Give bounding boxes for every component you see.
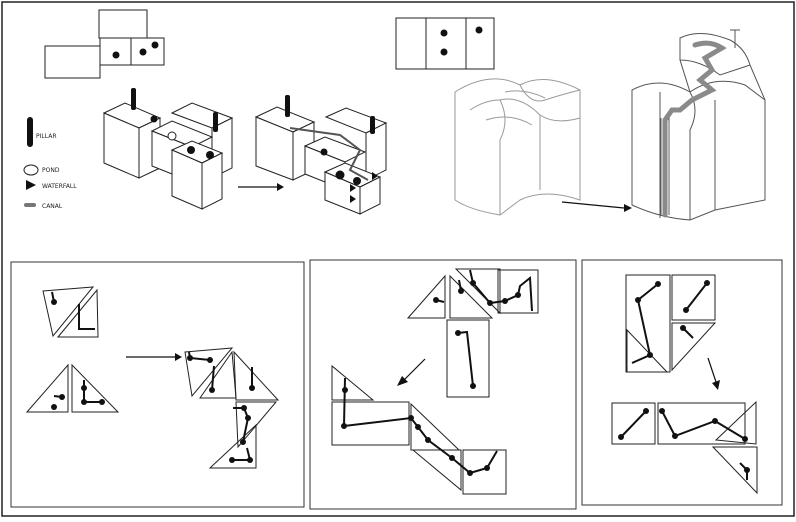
legend-label-pillar: PILLAR [36,133,56,140]
panel1-arrow [126,353,182,361]
bottom-panel-left [10,261,305,508]
isometric-pillars-before [131,88,218,132]
pond-icon [23,164,39,176]
isometric-blocks-after [254,106,388,215]
plan-view-dots [112,41,159,59]
plan-panels-dots [440,26,483,56]
legend-label-canal: CANAL [42,203,63,210]
isometric-blocks-before [102,102,234,210]
isometric-canal-after [289,127,369,181]
panel1-tiles [25,286,280,469]
isometric-pillars-after [285,95,375,134]
legend: PILLAR POND WATERFALL CANAL [23,117,77,210]
sculpted-form-final [631,29,766,221]
panel1-dots [51,299,255,463]
panel3-arrow [707,357,720,390]
bottom-panel-right [581,259,783,506]
plan-panels-right [395,17,495,70]
isometric-dots-after [320,148,378,203]
panel3-tiles [611,274,758,495]
panel2-arrow [397,358,426,386]
plan-view-blocks [44,9,165,79]
sculpted-form-wireframe [454,78,581,216]
legend-label-pond: POND [42,167,60,174]
bottom-panel-middle [309,259,577,510]
transform-arrow-1 [238,183,284,191]
canal-final-outline [660,118,670,215]
canal-final [662,40,727,218]
panel3-dots [618,280,750,473]
waterfall-icon [26,180,36,190]
pillar-icon [27,117,33,147]
legend-label-waterfall: WATERFALL [42,183,77,190]
panel2-dots [341,280,521,476]
panel3-paths [620,282,748,480]
panel2-tiles [331,268,539,495]
panel1-paths [51,291,253,461]
isometric-dots-before [150,115,214,159]
transform-arrow-2 [561,201,632,212]
canal-icon [24,203,36,207]
